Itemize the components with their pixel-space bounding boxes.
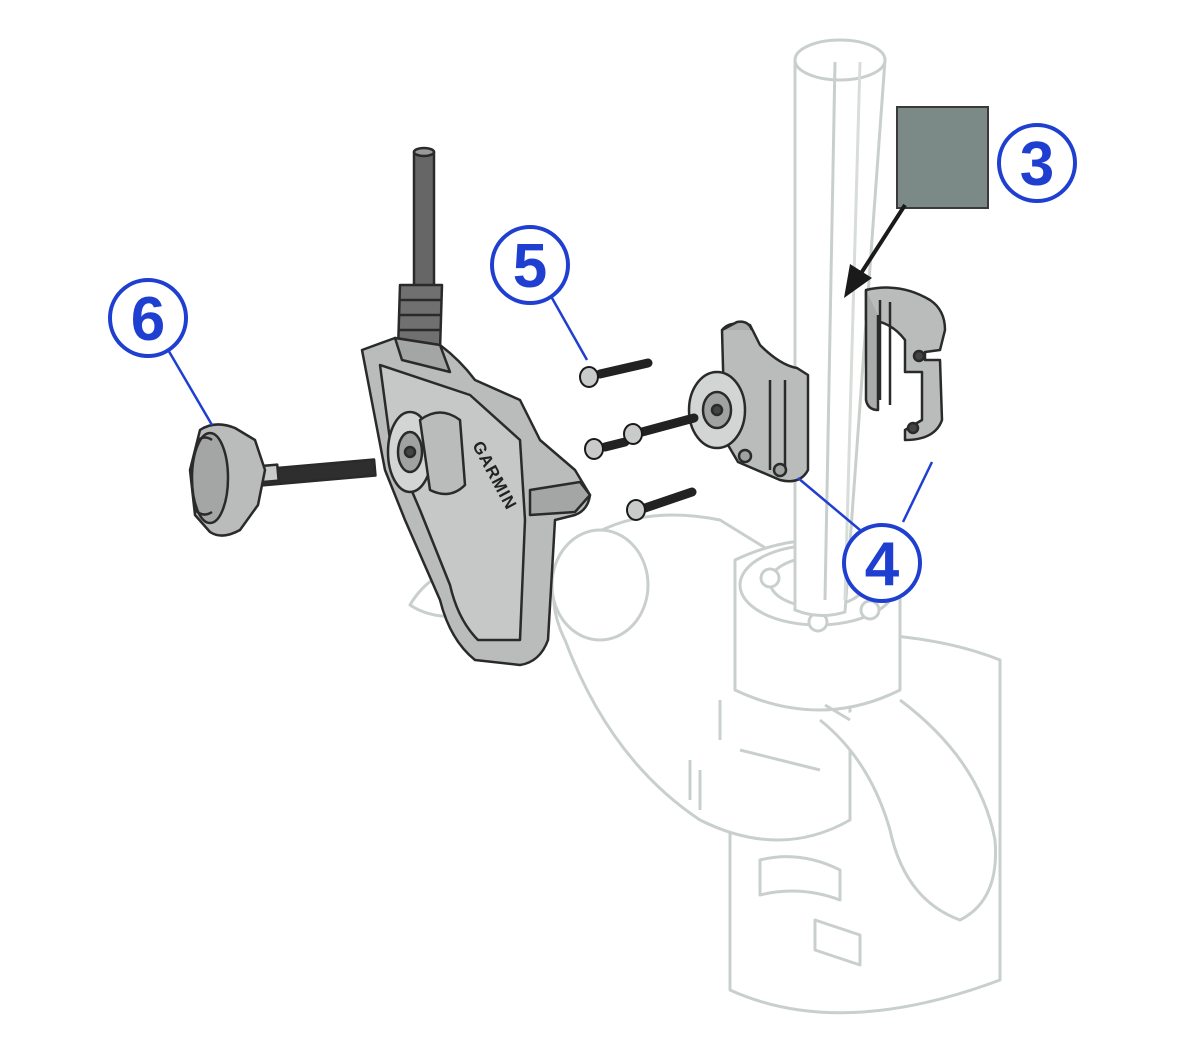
leader-line-5 <box>550 297 589 361</box>
tape-arrow-shaft <box>856 203 907 280</box>
screw <box>623 413 699 445</box>
motor-housing-nose <box>550 528 650 642</box>
leader-line-6 <box>165 347 214 426</box>
thumb-knob <box>188 423 377 537</box>
callout-6-label: 6 <box>131 285 165 354</box>
callout-3: 3 <box>997 123 1077 203</box>
callout-4-label: 4 <box>865 530 900 599</box>
leader-line-4b <box>901 461 934 523</box>
callout-6: 6 <box>108 278 188 358</box>
callout-4: 4 <box>842 523 922 603</box>
leader-line-4a <box>797 477 861 531</box>
motor-vent <box>813 918 862 967</box>
strap-bracket <box>864 286 947 442</box>
leader-lines <box>165 297 934 531</box>
motor-shaft <box>793 38 887 617</box>
callout-3-label: 3 <box>1020 130 1054 199</box>
callout-5: 5 <box>490 225 570 305</box>
screw <box>584 437 630 460</box>
adhesive-tape-square <box>896 106 989 209</box>
tape-arrow-head <box>844 264 872 298</box>
saddle-bracket <box>687 320 810 483</box>
screws <box>579 358 699 521</box>
motor-vent <box>758 855 842 902</box>
callout-5-label: 5 <box>513 232 547 301</box>
transducer-cable <box>412 150 436 289</box>
collar-bolt <box>859 599 881 621</box>
screw <box>626 487 697 521</box>
motor-skeg-arc <box>819 698 998 922</box>
motor-line <box>824 703 851 722</box>
motor-line <box>739 748 821 772</box>
screw <box>579 358 653 388</box>
transducer: GARMIN <box>360 146 592 667</box>
collar-bolt <box>759 567 781 589</box>
